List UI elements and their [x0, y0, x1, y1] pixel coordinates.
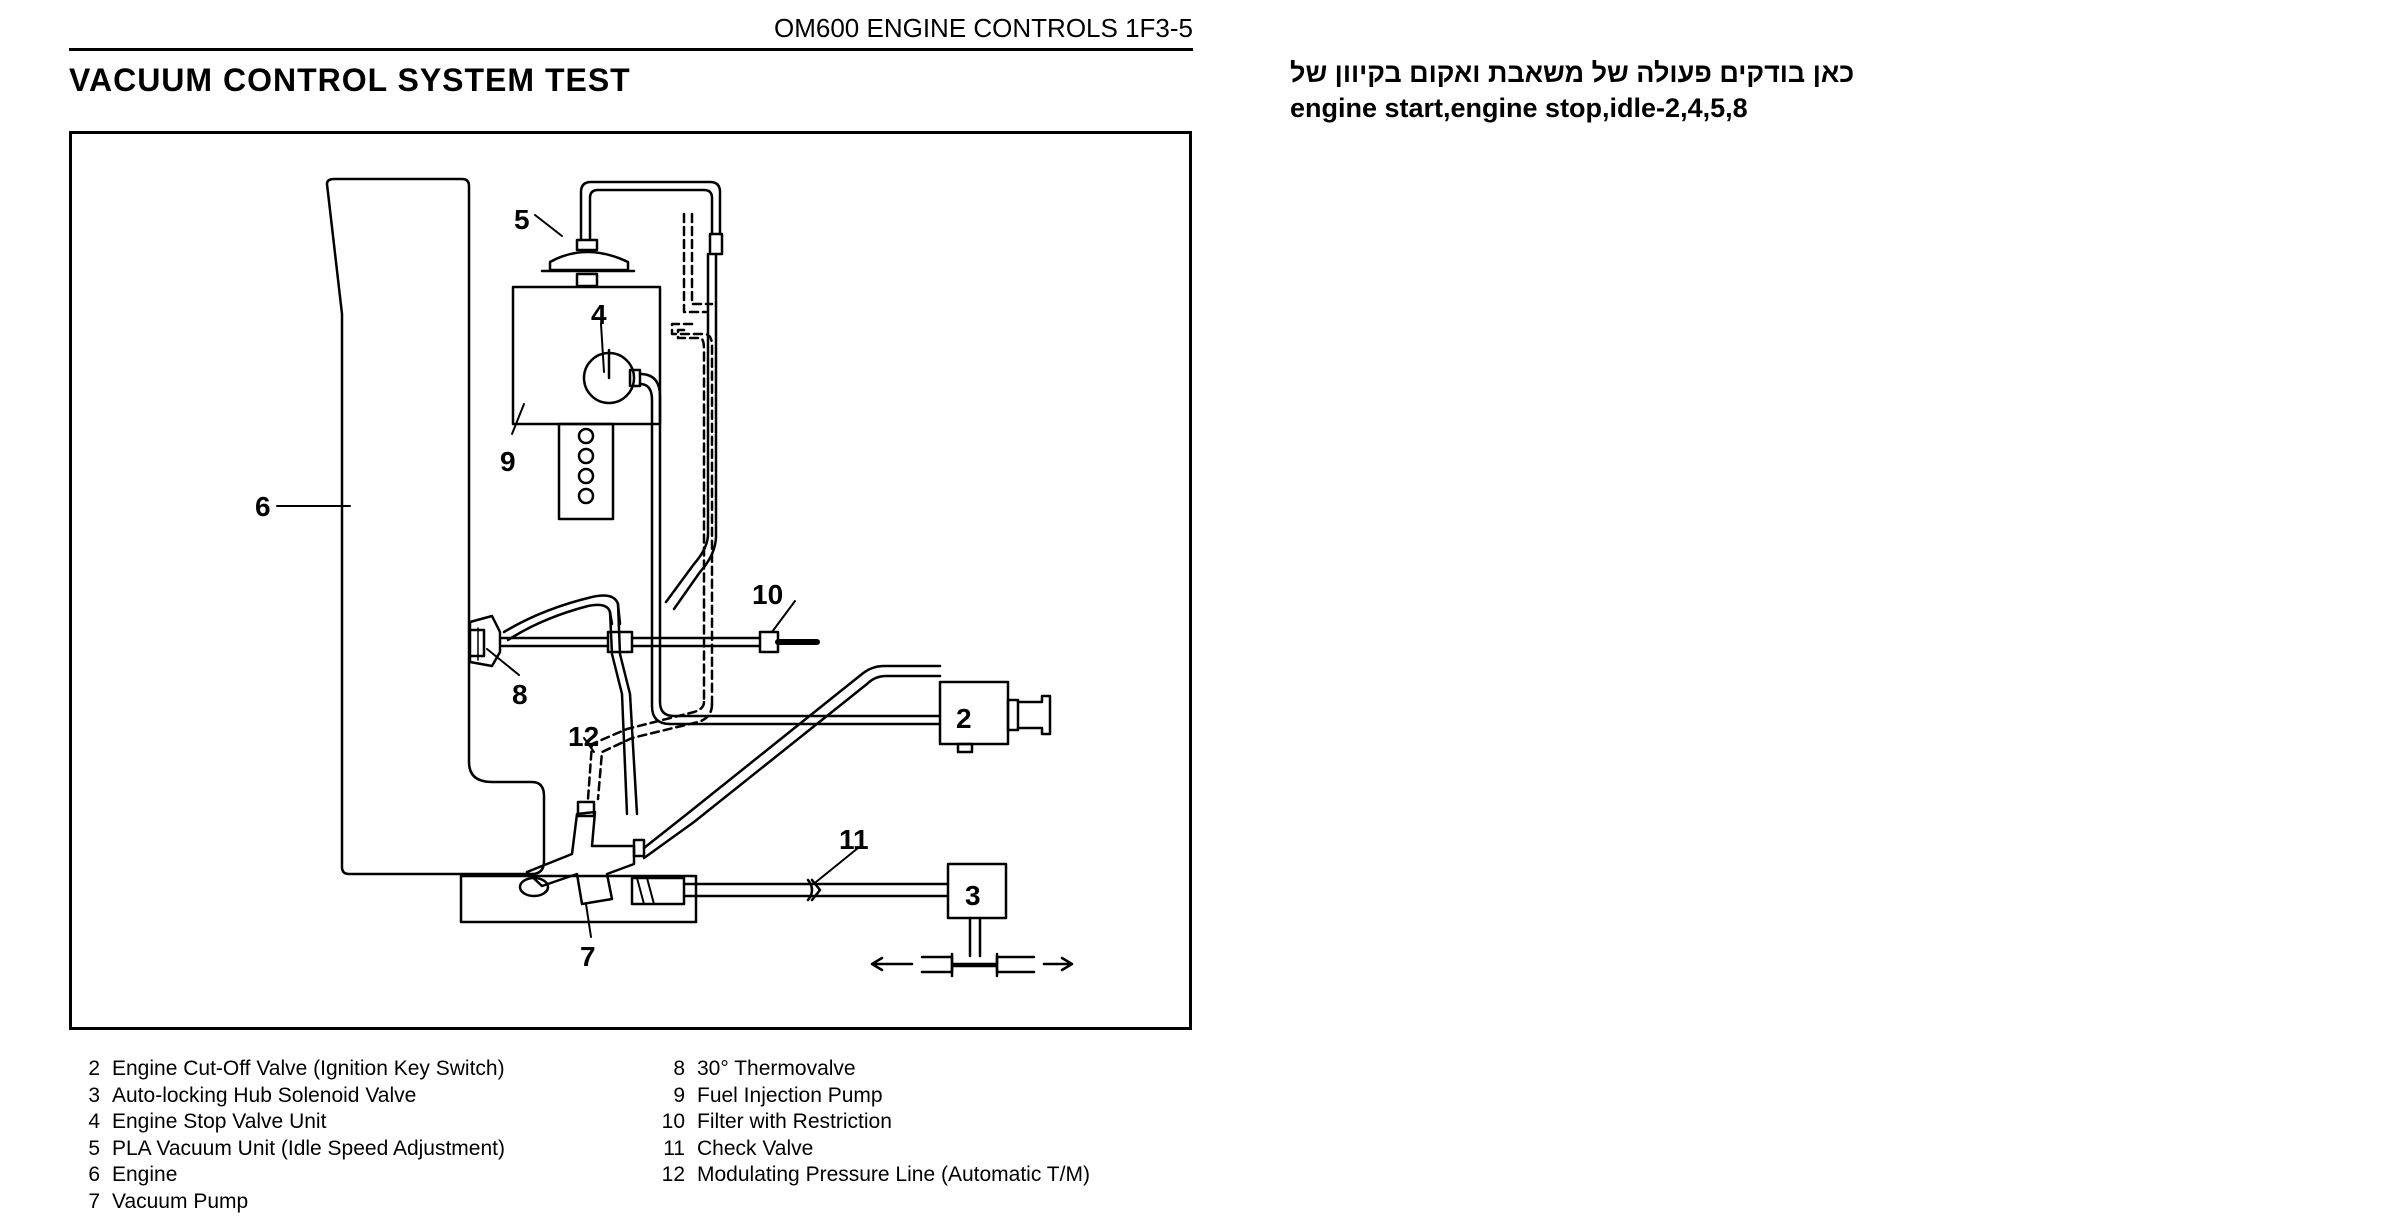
legend-label: 30° Thermovalve — [697, 1057, 856, 1080]
callout-3: 3 — [965, 880, 981, 911]
legend-number: 5 — [88, 1136, 100, 1160]
callout-6: 6 — [255, 491, 271, 522]
vacuum-pump-top-fitting — [576, 800, 596, 818]
legend-label: Auto-locking Hub Solenoid Valve — [112, 1083, 417, 1107]
legend-label: Modulating Pressure Line (Automatic T/M) — [697, 1163, 1090, 1187]
tee-fitting — [606, 630, 634, 654]
legend-item: 3 Auto-locking Hub Solenoid Valve — [76, 1083, 505, 1110]
legend-item: 4 Engine Stop Valve Unit — [76, 1109, 505, 1136]
legend-number: 12 — [661, 1163, 685, 1187]
engine-outline — [325, 177, 546, 876]
legend-label: Engine Cut-Off Valve (Ignition Key Switc… — [112, 1057, 505, 1080]
callout-4: 4 — [591, 299, 607, 330]
page-header: OM600 ENGINE CONTROLS 1F3-5 — [69, 10, 1193, 51]
vacuum-pump-left-fitting — [518, 876, 550, 898]
modulating-pressure-line — [586, 212, 714, 801]
fuel-injection-pump-box — [511, 285, 662, 426]
callout-9: 9 — [500, 446, 516, 477]
legend-label: PLA Vacuum Unit (Idle Speed Adjustment) — [112, 1136, 505, 1160]
fuel-injection-pump-lower — [557, 422, 615, 521]
legend-item: 5 PLA Vacuum Unit (Idle Speed Adjustment) — [76, 1136, 505, 1163]
legend-item: 8 30° Thermovalve — [655, 1056, 1090, 1083]
legend-number: 9 — [673, 1083, 685, 1107]
legend-left: 2 Engine Cut-Off Valve (Ignition Key Swit… — [76, 1056, 505, 1216]
pla-vacuum-unit — [548, 250, 630, 272]
callout-11: 11 — [839, 824, 869, 855]
vacuum-line-stop-to-cutoff — [638, 372, 942, 718]
callout-7: 7 — [580, 941, 596, 972]
annotation-hebrew-line: כאן בודקים פעולה של משאבת ואקום בקיוון ש… — [1290, 58, 1855, 88]
arrow-left — [870, 956, 914, 972]
legend-number: 8 — [673, 1057, 685, 1080]
legend-number: 2 — [88, 1057, 100, 1080]
page-title: VACUUM CONTROL SYSTEM TEST — [69, 62, 631, 98]
vacuum-pump-body — [525, 810, 636, 906]
legend-item: 12 Modulating Pressure Line (Automatic T/… — [655, 1162, 1090, 1189]
check-valve — [806, 878, 814, 902]
legend-label: Check Valve — [697, 1136, 814, 1160]
annotation-note: כאן בודקים פעולה של משאבת ואקום בקיוון ש… — [1290, 56, 1890, 126]
callout-2: 2 — [956, 703, 972, 734]
vacuum-pump-right-fitting — [632, 838, 646, 858]
vacuum-line-pump-to-cutoff — [642, 664, 942, 850]
callout-12: 12 — [568, 721, 599, 752]
callout-5: 5 — [514, 204, 530, 235]
legend-label: Fuel Injection Pump — [697, 1083, 883, 1107]
legend-item: 11 Check Valve — [655, 1136, 1090, 1163]
vacuum-line-pla — [579, 180, 722, 242]
legend-item: 7 Vacuum Pump — [76, 1189, 505, 1216]
legend-item: 6 Engine — [76, 1162, 505, 1189]
legend-number: 3 — [88, 1083, 100, 1107]
legend-item: 9 Fuel Injection Pump — [655, 1083, 1090, 1110]
legend-number: 4 — [88, 1110, 100, 1134]
arrow-right — [1042, 956, 1074, 972]
vacuum-line-main-right — [672, 252, 718, 611]
thermovalve — [468, 614, 502, 668]
annotation-english-line: engine start,engine stop,idle-2,4,5,8 — [1290, 93, 1748, 123]
legend-right: 8 30° Thermovalve 9 Fuel Injection Pump 10… — [655, 1056, 1090, 1189]
vacuum-line-thermovalve — [500, 636, 762, 648]
legend-label: Engine Stop Valve Unit — [112, 1110, 327, 1134]
hub-solenoid-outlet — [920, 955, 1036, 966]
vacuum-system-diagram: 2 3 4 5 6 7 8 9 10 11 12 — [255, 177, 1074, 978]
legend-item: 10 Filter with Restriction — [655, 1109, 1090, 1136]
diagram-frame: 2 3 4 5 6 7 8 9 10 11 12 — [69, 131, 1192, 1030]
legend-number: 7 — [88, 1189, 100, 1213]
legend-item: 2 Engine Cut-Off Valve (Ignition Key Swit… — [76, 1056, 505, 1083]
legend-label: Engine — [112, 1163, 178, 1187]
legend-label: Filter with Restriction — [697, 1110, 892, 1134]
legend-number: 6 — [88, 1163, 100, 1187]
legend-number: 10 — [661, 1110, 685, 1134]
vacuum-pump-outlet — [630, 876, 686, 906]
callout-8: 8 — [512, 679, 528, 710]
hub-solenoid-valve — [946, 862, 1008, 920]
legend-label: Vacuum Pump — [112, 1189, 249, 1213]
legend-number: 11 — [663, 1136, 685, 1160]
callout-10: 10 — [752, 579, 783, 610]
engine-cutoff-valve — [938, 680, 1010, 746]
